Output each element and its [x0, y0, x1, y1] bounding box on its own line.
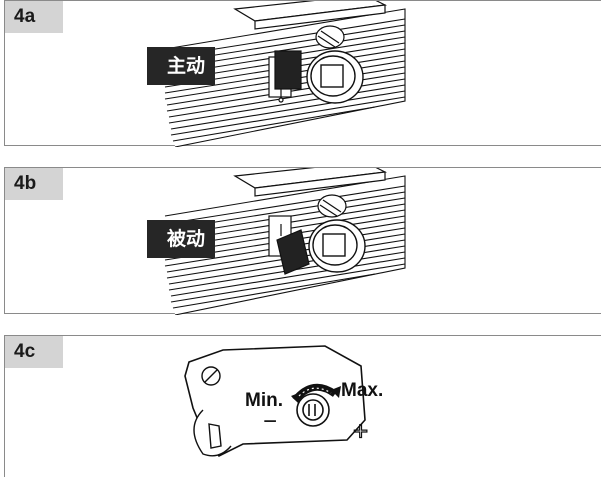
panel-4c: 4c − + Mi	[4, 335, 601, 477]
plus-icon: +	[353, 416, 368, 446]
housing-cutout	[193, 409, 232, 457]
screw-icon	[315, 25, 345, 49]
panel-label: 4a	[5, 1, 63, 33]
mode-label-active: 主动	[147, 47, 216, 85]
max-label: Max.	[341, 380, 383, 401]
micro-switch	[268, 50, 302, 103]
screw-icon	[317, 194, 347, 218]
min-label: Min.	[245, 390, 283, 411]
sensitivity-dial-illustration: − + Min. Max.	[184, 345, 383, 458]
mounted-switch-illustration	[164, 1, 406, 147]
mounted-switch-illustration	[164, 168, 406, 315]
panel-4b: 4b	[4, 167, 601, 315]
mode-label-passive: 被动	[147, 220, 216, 258]
adjustment-dial	[296, 393, 330, 427]
screw-icon	[201, 366, 221, 386]
adjustment-knob	[308, 219, 366, 273]
panel-4a: 4a	[4, 0, 601, 147]
minus-icon: −	[263, 408, 277, 435]
rotation-arrow-icon	[291, 383, 341, 404]
micro-switch	[268, 215, 310, 275]
panel-label: 4b	[5, 168, 63, 200]
adjustment-knob	[306, 50, 364, 104]
mounting-bracket	[233, 1, 388, 30]
mounting-bracket	[233, 168, 388, 197]
panel-label: 4c	[5, 336, 63, 368]
